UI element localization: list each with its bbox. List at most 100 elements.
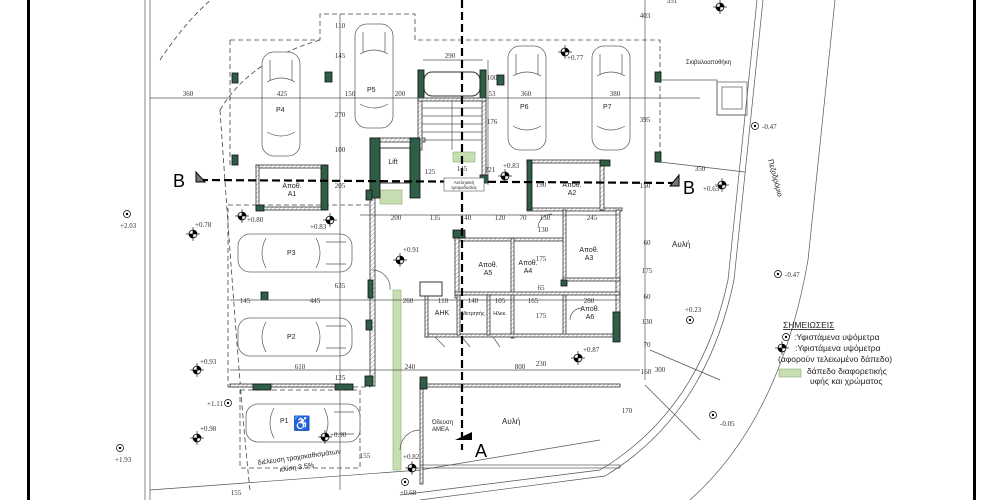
elevation: +0.90 — [330, 431, 347, 439]
room-lift: Lift — [388, 159, 397, 166]
dimension: 175 — [536, 255, 547, 263]
finished-level-icon — [774, 340, 790, 356]
dimension: 70 — [644, 341, 652, 349]
dimension: 145 — [335, 52, 346, 60]
dimension: 140 — [468, 297, 479, 305]
dimension: 351 — [667, 0, 678, 5]
elevation: +0.93 — [200, 358, 217, 366]
parking-p7: P7 — [603, 104, 612, 111]
dimension: 176 — [487, 118, 498, 126]
section-arrow-b-left — [195, 170, 207, 183]
parking-p5: P5 — [367, 87, 376, 94]
elevation: +2.03 — [120, 222, 137, 230]
dimension: 205 — [335, 182, 346, 190]
dimension: 65 — [538, 284, 546, 292]
dimension: 125 — [425, 168, 436, 176]
section-label-b-right: B — [683, 178, 695, 198]
parking-labels: P4 P5 P6 P7 P3 P2 P1 ♿ — [276, 87, 612, 432]
dimension: 380 — [610, 90, 621, 98]
dimension: 610 — [295, 363, 306, 371]
room-meter: Μετρητής — [461, 310, 485, 317]
legend-title: ΣΗΜΕΙΩΣΕΙΣ — [783, 320, 834, 330]
dimension: 110 — [335, 22, 346, 30]
elevation: -0.47 — [762, 123, 777, 131]
yard-label: Αυλή — [502, 417, 520, 426]
dimension: 800 — [515, 363, 526, 371]
room-a6-code: A6 — [586, 314, 595, 321]
elevation: +0.83 — [503, 162, 520, 170]
dimension: 155 — [231, 489, 242, 497]
legend-item-floor-2: υφής και χρώματος — [810, 376, 882, 386]
pump-room-line1: Αντλησική — [454, 179, 475, 185]
yard-label: Αυλή — [672, 240, 690, 249]
pump-room-line2: τροφοδοσίας — [451, 185, 478, 190]
dimension: 635 — [335, 282, 346, 290]
elevation: +0.98 — [200, 425, 217, 433]
legend-item-note: (αφορούν τελειωμένο δάπεδο) — [778, 354, 892, 364]
accessible-path-floor — [392, 289, 402, 471]
dimension: 105 — [495, 297, 506, 305]
dimension: 165 — [528, 297, 539, 305]
dimension: 425 — [277, 90, 288, 98]
parking-p4: P4 — [276, 107, 285, 114]
car-p5 — [354, 23, 394, 129]
dimension: 175 — [536, 312, 547, 320]
room-a3-code: A3 — [585, 255, 594, 262]
room-a3-label: Αποθ. — [579, 247, 598, 254]
section-line-b — [199, 178, 676, 185]
legend-item-existing-levels: :Υφιστάμενα υψόμετρα — [794, 332, 880, 342]
room-labels: Lift Αποθ. A1 Αποθ. A2 Αποθ. A3 Αποθ. A4… — [282, 159, 599, 321]
section-label-a: A — [475, 441, 487, 461]
dimension: 200 — [395, 90, 406, 98]
dimension-lines — [150, 0, 746, 490]
elevation: +0.91 — [403, 246, 420, 254]
sheet-frame-left — [27, 0, 30, 500]
dimension: 60 — [644, 293, 652, 301]
dimension: 350 — [695, 165, 706, 173]
dimension: 130 — [540, 214, 551, 222]
elevation-markers: +2.03 +0.78 +0.80 +0.83 +0.91 +0.83 +0.7… — [115, 0, 800, 497]
elevation: +0.77 — [567, 54, 584, 62]
existing-level-icon — [782, 333, 790, 341]
accessible-path-label: Όδευση — [431, 420, 453, 426]
elevation: +0.82 — [403, 453, 420, 461]
dimension: 170 — [622, 407, 633, 415]
parking-p1: P1 — [280, 418, 289, 425]
dimension: 290 — [445, 52, 456, 60]
legend-item-finished-levels: :Υφιστάμενα υψόμετρα — [795, 343, 881, 353]
dimension: 403 — [640, 12, 651, 20]
dimension: 360 — [183, 90, 194, 98]
car-p4 — [261, 51, 301, 157]
dimension: 120 — [495, 214, 506, 222]
dimension: 100 — [335, 146, 346, 154]
dimension: 155 — [360, 452, 371, 460]
room-a5-label: Αποθ. — [478, 262, 497, 269]
sheet-frame-right — [973, 0, 976, 500]
dimension: 260 — [403, 297, 414, 305]
dimension: 125 — [335, 374, 346, 382]
elevation: +0.83 — [310, 223, 327, 231]
dimension: 300 — [655, 366, 666, 374]
dimension: 175 — [642, 267, 653, 275]
dimension: 245 — [587, 214, 598, 222]
dimension: 70 — [520, 214, 528, 222]
accessible-path-label: ΑΜΕΑ — [432, 427, 449, 433]
room-a1-label: Αποθ. — [282, 183, 301, 190]
dimension: 145 — [240, 297, 251, 305]
building-walls — [229, 69, 623, 485]
elevation: +1.11 — [207, 400, 223, 408]
floor-finish-patch — [452, 151, 476, 163]
accessible-parking-icon: ♿ — [293, 415, 310, 432]
dimension: 190 — [536, 181, 547, 189]
dimension: 230 — [536, 360, 547, 368]
room-a2-label: Αποθ. — [562, 182, 581, 189]
parking-p6: P6 — [520, 104, 529, 111]
room-a5-code: A5 — [484, 270, 493, 277]
legend-item-floor: δάπεδο διαφορετικής — [807, 366, 887, 376]
room-a4-code: A4 — [524, 268, 533, 275]
dimension: 130 — [538, 226, 549, 234]
floor-finish-patch — [379, 189, 403, 205]
green-swatch — [778, 368, 802, 378]
dimension: 100 — [487, 74, 498, 82]
